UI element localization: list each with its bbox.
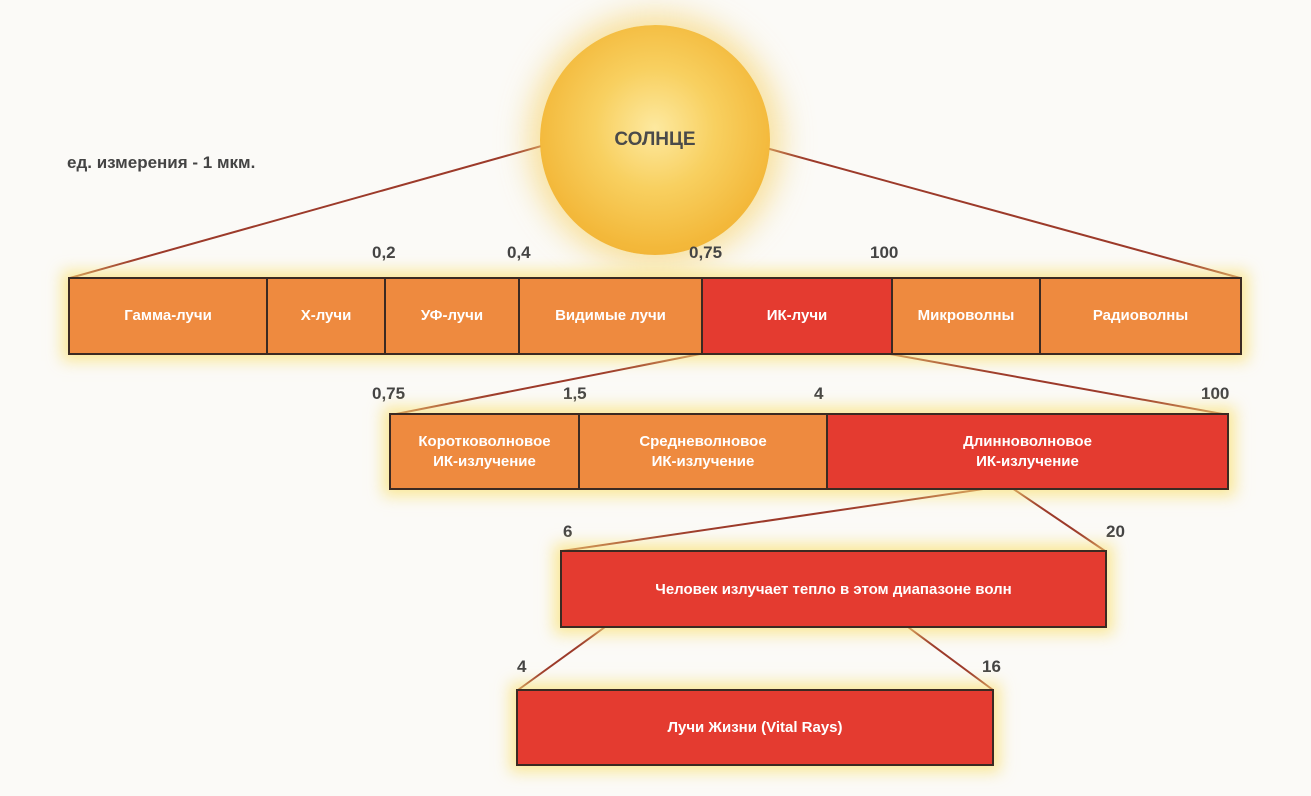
connector-human-left [517,626,606,691]
ir-tick-2: 4 [814,384,824,403]
sun-label: СОЛНЦЕ [614,129,696,150]
unit-note: ед. измерения - 1 мкм. [67,153,256,172]
ir-tick-1: 1,5 [563,384,587,403]
spectrum-tick-3: 100 [870,243,899,262]
connector-sun-left [69,144,546,279]
vital-tick-1: 16 [982,657,1001,676]
human-range-box: Человек излучает тепло в этом диапазоне … [560,550,1107,628]
connector-ir-left [390,353,701,416]
spectrum-cell-xray: Х-лучи [268,279,386,353]
spectrum-cell-gamma: Гамма-лучи [70,279,268,353]
human-tick-1: 20 [1106,522,1125,541]
connector-ir-right [889,353,1229,416]
human-tick-0: 6 [563,522,573,541]
sun: СОЛНЦЕ [540,25,770,255]
ir-cell-medium-line1: Средневолновое [639,432,767,450]
spectrum-tick-1: 0,4 [507,243,531,262]
spectrum-cell-radio: Радиоволны [1041,279,1240,353]
spectrum-cell-microwave: Микроволны [893,279,1041,353]
ir-cell-short-line1: Коротковолновое [418,432,551,450]
ir-tick-0: 0,75 [372,384,406,403]
vital-tick-0: 4 [517,657,527,676]
vital-rays-box: Лучи Жизни (Vital Rays) [516,689,994,766]
spectrum-tick-0: 0,2 [372,243,396,262]
ir-cell-short-line2: ИК-излучение [433,452,536,470]
ir-cell-long-line1: Длинноволновое [963,432,1092,450]
ir-tick-3: 100 [1201,384,1230,403]
connector-human-right [907,626,994,691]
ir-cell-medium-line2: ИК-излучение [651,452,755,470]
spectrum-cell-ir: ИК-лучи [703,279,893,353]
connector-long-right [1011,487,1106,552]
spectrum-cell-visible: Видимые лучи [520,279,703,353]
spectrum-cell-uv: УФ-лучи [386,279,520,353]
spectrum-tick-2: 0,75 [689,243,723,262]
spectrum-bar: Гамма-лучи Х-лучи УФ-лучи Видимые лучи И… [68,277,1242,355]
connector-sun-right [765,147,1241,279]
connector-long-left [561,487,991,552]
ir-cell-long-line2: ИК-излучение [976,452,1079,470]
